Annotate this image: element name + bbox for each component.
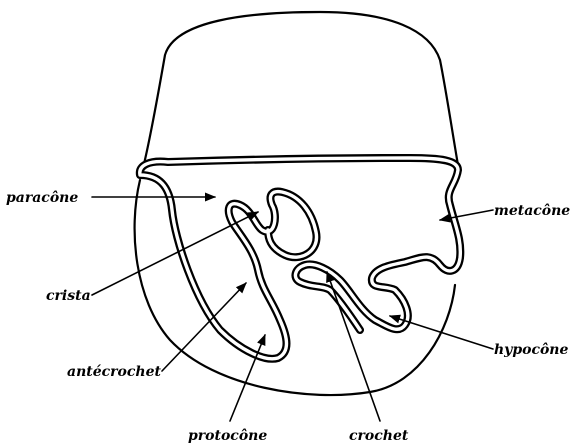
label-protocone: protocône <box>188 428 267 444</box>
label-antecrochet: antécrochet <box>67 364 161 380</box>
label-hypocone: hypocône <box>494 342 568 358</box>
label-paracone: paracône <box>6 190 78 206</box>
leader-antecrochet <box>162 283 246 371</box>
tooth-crown-outline <box>135 180 455 395</box>
enamel-contour <box>140 158 461 359</box>
label-crista: crista <box>46 288 91 304</box>
leader-hypocone <box>390 316 493 349</box>
label-metacone: metacône <box>494 203 570 219</box>
label-crochet: crochet <box>349 428 409 444</box>
tooth-root-outline <box>143 12 458 168</box>
